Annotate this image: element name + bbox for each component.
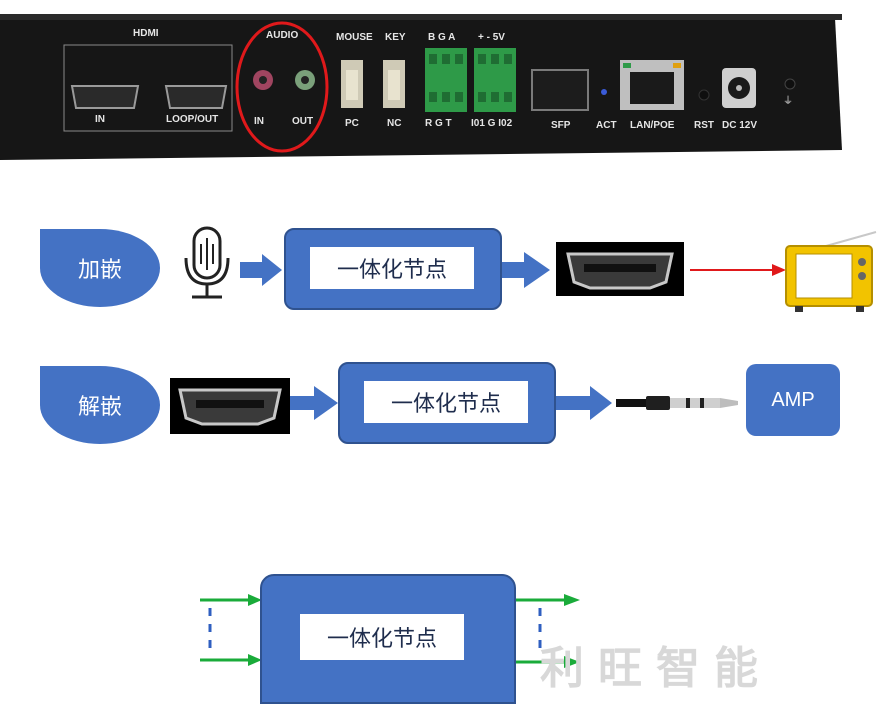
reset-button (698, 89, 710, 101)
svg-text:⏚: ⏚ (783, 95, 793, 107)
microphone-icon (184, 226, 230, 299)
label-dc: DC 12V (722, 120, 758, 131)
arrow-mic-to-node (240, 254, 282, 286)
hdmi-connector-image-2 (170, 378, 290, 434)
ground-screw (784, 78, 796, 90)
label-nc: NC (387, 118, 402, 129)
label-hdmi-in: IN (95, 114, 105, 125)
sfp-port (531, 69, 589, 111)
label-sfp: SFP (551, 120, 571, 131)
arrow-node-to-hdmi (502, 252, 550, 288)
label-io: I01 G I02 (471, 118, 513, 129)
label-act: ACT (596, 120, 617, 131)
embed-node-box: 一体化节点 (284, 228, 502, 310)
extract-node-label: 一体化节点 (364, 381, 528, 423)
device-rear-panel-photo: ⏚ HDMI IN LOOP/OUT AUDIO IN OUT MOUSE KE… (0, 0, 881, 175)
embed-label: 加嵌 (40, 229, 160, 307)
arrow-hdmi-to-node-2 (290, 386, 338, 420)
label-hdmi: HDMI (133, 28, 159, 39)
amp-box: AMP (746, 364, 840, 436)
label-audio: AUDIO (266, 30, 299, 41)
label-lan: LAN/POE (630, 120, 675, 131)
bottom-node-label: 一体化节点 (300, 614, 464, 660)
act-led (601, 89, 607, 95)
extract-node-box: 一体化节点 (338, 362, 556, 444)
tv-icon (785, 231, 877, 312)
label-audio-in: IN (254, 116, 264, 127)
label-5v: + - 5V (478, 32, 505, 43)
label-mouse: MOUSE (336, 32, 373, 43)
arrow-node-to-audio-cable (553, 386, 612, 420)
audio-highlight-circle (235, 21, 329, 153)
label-rst: RST (694, 120, 714, 131)
embed-node-label: 一体化节点 (310, 247, 474, 289)
label-hdmi-loop: LOOP/OUT (166, 114, 219, 125)
bottom-node-box: 一体化节点 (260, 574, 516, 704)
device-chassis: ⏚ (0, 14, 842, 160)
label-audio-out: OUT (292, 116, 314, 127)
brand-watermark: 利旺智能 (540, 643, 772, 694)
hdmi-connector-image-1 (556, 242, 684, 296)
label-key: KEY (385, 32, 406, 43)
hdmi-in-port (70, 85, 140, 109)
label-rgt: R G T (425, 118, 452, 129)
hdmi-loop-port (164, 85, 228, 109)
label-pc: PC (345, 118, 359, 129)
label-bga: B G A (428, 32, 456, 43)
extract-label: 解嵌 (40, 366, 160, 444)
audio-cable-icon (616, 396, 738, 410)
